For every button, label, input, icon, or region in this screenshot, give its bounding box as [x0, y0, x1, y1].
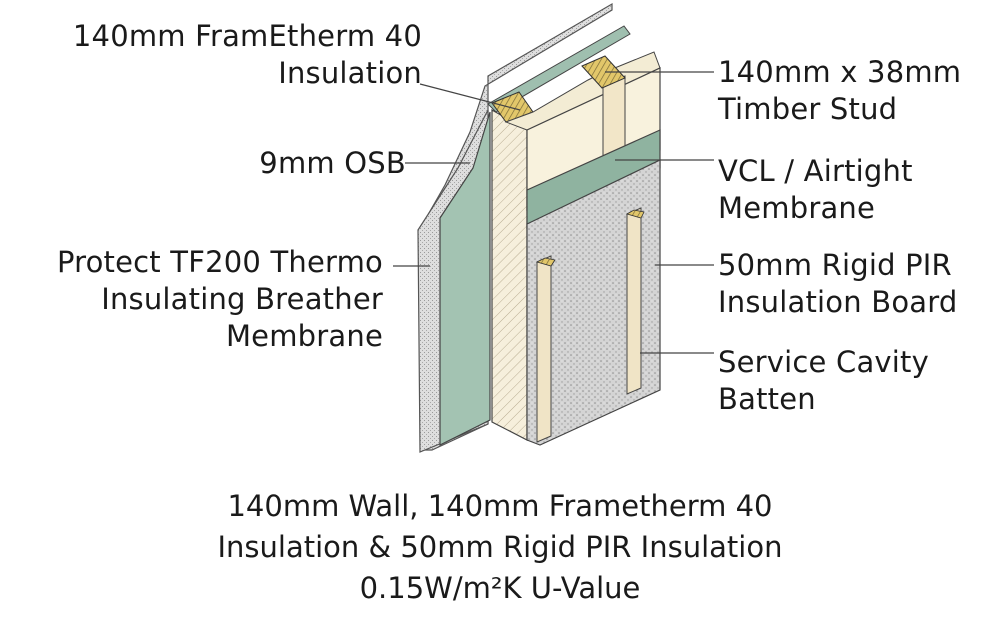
label-breather-line-2: Insulating Breather [101, 282, 383, 316]
label-stud-line-1: 140mm x 38mm [718, 55, 962, 89]
label-frametherm: 140mm FramEtherm 40 Insulation [73, 18, 422, 92]
osb-sheathing-top [487, 25, 631, 113]
label-pir-line-2: Insulation Board [718, 285, 958, 319]
label-frametherm-line-1: 140mm FramEtherm 40 [72, 19, 422, 53]
label-breather: Protect TF200 Thermo Insulating Breather… [57, 244, 383, 355]
label-osb-line-1: 9mm OSB [259, 146, 406, 180]
label-breather-line-3: Membrane [225, 319, 383, 353]
timber-stud-side [491, 108, 528, 441]
caption-line-3: 0.15W/m²K U-Value [359, 571, 641, 605]
label-pir-line-1: 50mm Rigid PIR [718, 248, 952, 282]
label-batten-line-1: Service Cavity [718, 345, 929, 379]
leader-lines [393, 71, 714, 354]
label-breather-line-1: Protect TF200 Thermo [56, 245, 383, 279]
service-batten-right [626, 207, 642, 395]
label-stud-line-2: Timber Stud [718, 92, 898, 126]
label-osb: 9mm OSB [259, 145, 406, 182]
label-vcl: VCL / Airtight Membrane [718, 153, 913, 227]
service-batten-left-end [535, 257, 556, 267]
label-pir: 50mm Rigid PIR Insulation Board [718, 247, 957, 321]
label-frametherm-line-2: Insulation [278, 56, 422, 90]
label-vcl-line-1: VCL / Airtight [718, 154, 913, 188]
label-vcl-line-2: Membrane [718, 191, 876, 225]
diagram-caption: 140mm Wall, 140mm Frametherm 40 Insulati… [0, 486, 1000, 609]
osb-sheathing-face [439, 111, 491, 446]
service-batten-right-end [625, 209, 645, 219]
label-batten: Service Cavity Batten [718, 344, 929, 418]
label-stud: 140mm x 38mm Timber Stud [718, 54, 961, 128]
service-batten-left [536, 255, 552, 443]
caption-line-2: Insulation & 50mm Rigid PIR Insulation [217, 530, 783, 564]
timber-stud-right-end [581, 55, 626, 89]
caption-line-1: 140mm Wall, 140mm Frametherm 40 [227, 489, 773, 523]
label-batten-line-2: Batten [718, 382, 816, 416]
